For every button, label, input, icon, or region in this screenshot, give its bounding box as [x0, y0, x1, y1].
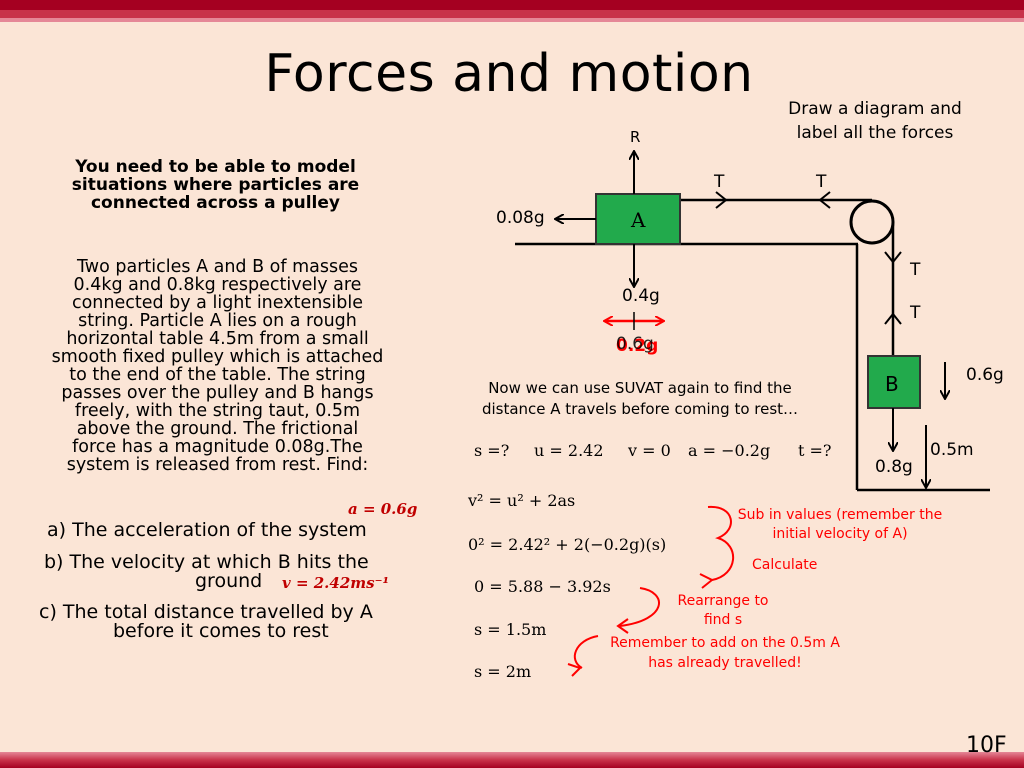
tension-b-lower-arrow [884, 312, 902, 325]
working-line-1: v² = u² + 2as [468, 491, 576, 510]
suvat-intro-line: distance A travels before coming to rest… [481, 400, 799, 418]
label-block-a: A [631, 208, 646, 232]
intro-line: You need to be able to model [75, 157, 356, 177]
suvat-intro: Now we can use SUVAT again to find the d… [470, 378, 810, 420]
question-b-cont: ground [195, 570, 263, 592]
answer-a: a = 0.6g [348, 500, 418, 518]
question-c-cont: before it comes to rest [113, 620, 329, 642]
note-remember: Remember to add on the 0.5m A has alread… [600, 633, 850, 673]
intro-line: situations where particles are [71, 175, 360, 195]
note-remember-line: has already travelled! [648, 655, 802, 671]
working-line-4: s = 1.5m [474, 620, 547, 639]
page-title: Forces and motion [264, 44, 754, 104]
note-arrow-remember [567, 663, 582, 677]
label-r: R [630, 128, 641, 146]
problem-line: to the end of the table. The string [69, 365, 366, 385]
working-line-3: 0 = 5.88 − 3.92s [474, 577, 611, 596]
note-remember-line: Remember to add on the 0.5m A [610, 635, 840, 651]
problem-line: string. Particle A lies on a rough [78, 311, 357, 331]
block-a [595, 193, 681, 245]
suvat-s: s =? [474, 441, 510, 460]
label-height: 0.5m [930, 440, 974, 460]
working-line-5: s = 2m [474, 662, 532, 681]
label-b-accel: 0.6g [966, 365, 1004, 385]
note-bracket-remember [573, 635, 599, 669]
pulley [849, 199, 895, 245]
label-decel-under: 0.2g [616, 336, 659, 356]
label-weight-a: 0.4g [622, 286, 660, 306]
note-calculate: Calculate [752, 557, 818, 573]
label-t-left: T [714, 172, 725, 192]
note-sub-line: Sub in values (remember the [737, 507, 943, 523]
note-rearrange-line: find s [703, 612, 743, 628]
answer-b: v = 2.42ms⁻¹ [282, 574, 390, 592]
problem-line: above the ground. The frictional [76, 419, 359, 439]
top-bar-stripe-light [0, 18, 1024, 22]
problem-line: passes over the pulley and B hangs [61, 383, 374, 403]
slide-code: 10F [966, 733, 1007, 758]
note-arrow-sub [699, 573, 714, 589]
note-bracket-sub [707, 505, 735, 581]
problem-line: freely, with the string taut, 0.5m [74, 401, 361, 421]
working-line-2: 0² = 2.42² + 2(−0.2g)(s) [468, 535, 667, 554]
suvat-intro-line: Now we can use SUVAT again to find the [488, 379, 792, 397]
instruction-line: Draw a diagram and [788, 99, 962, 119]
label-t-b-top: T [910, 260, 921, 280]
instruction-text: Draw a diagram and label all the forces [770, 97, 980, 145]
tension-right-arrow [818, 191, 831, 209]
block-b [867, 355, 921, 409]
question-a: a) The acceleration of the system [47, 519, 367, 541]
tension-b-top-arrow [884, 251, 902, 264]
problem-line: connected by a light inextensible [71, 293, 364, 313]
question-b: b) The velocity at which B hits the [44, 551, 369, 573]
top-bar [0, 0, 1024, 10]
suvat-a: a = −0.2g [688, 441, 771, 460]
note-rearrange-line: Rearrange to [677, 593, 769, 609]
note-rearrange: Rearrange to find s [668, 592, 778, 630]
problem-line: horizontal table 4.5m from a small [66, 329, 369, 349]
suvat-u: u = 2.42 [534, 441, 604, 460]
label-t-right: T [816, 172, 827, 192]
label-t-b-lower: T [910, 303, 921, 323]
suvat-t: t =? [798, 441, 832, 460]
label-friction: 0.08g [496, 208, 545, 228]
top-bar-stripe [0, 10, 1024, 18]
instruction-line: label all the forces [796, 123, 954, 143]
question-c: c) The total distance travelled by A [39, 601, 373, 623]
intro-text: You need to be able to model situations … [28, 158, 403, 212]
problem-line: system is released from rest. Find: [66, 455, 369, 475]
problem-line: force has a magnitude 0.08g.The [72, 437, 363, 457]
label-block-b: B [885, 372, 899, 396]
label-decel-over: 0.6g [616, 334, 654, 354]
problem-text: Two particles A and B of masses 0.4kg an… [20, 258, 415, 474]
label-weight-b: 0.8g [875, 457, 913, 477]
intro-line: connected across a pulley [90, 193, 340, 213]
note-sub-line: initial velocity of A) [772, 526, 908, 542]
problem-line: Two particles A and B of masses [77, 257, 358, 277]
problem-line: 0.4kg and 0.8kg respectively are [73, 275, 362, 295]
tension-left-arrow [715, 191, 728, 209]
note-bracket-rearrange [619, 587, 660, 627]
note-sub: Sub in values (remember the initial velo… [730, 506, 950, 544]
suvat-v: v = 0 [628, 441, 671, 460]
problem-line: smooth fixed pulley which is attached [51, 347, 384, 367]
bottom-bar [0, 752, 1024, 768]
note-arrow-rearrange [616, 618, 629, 634]
